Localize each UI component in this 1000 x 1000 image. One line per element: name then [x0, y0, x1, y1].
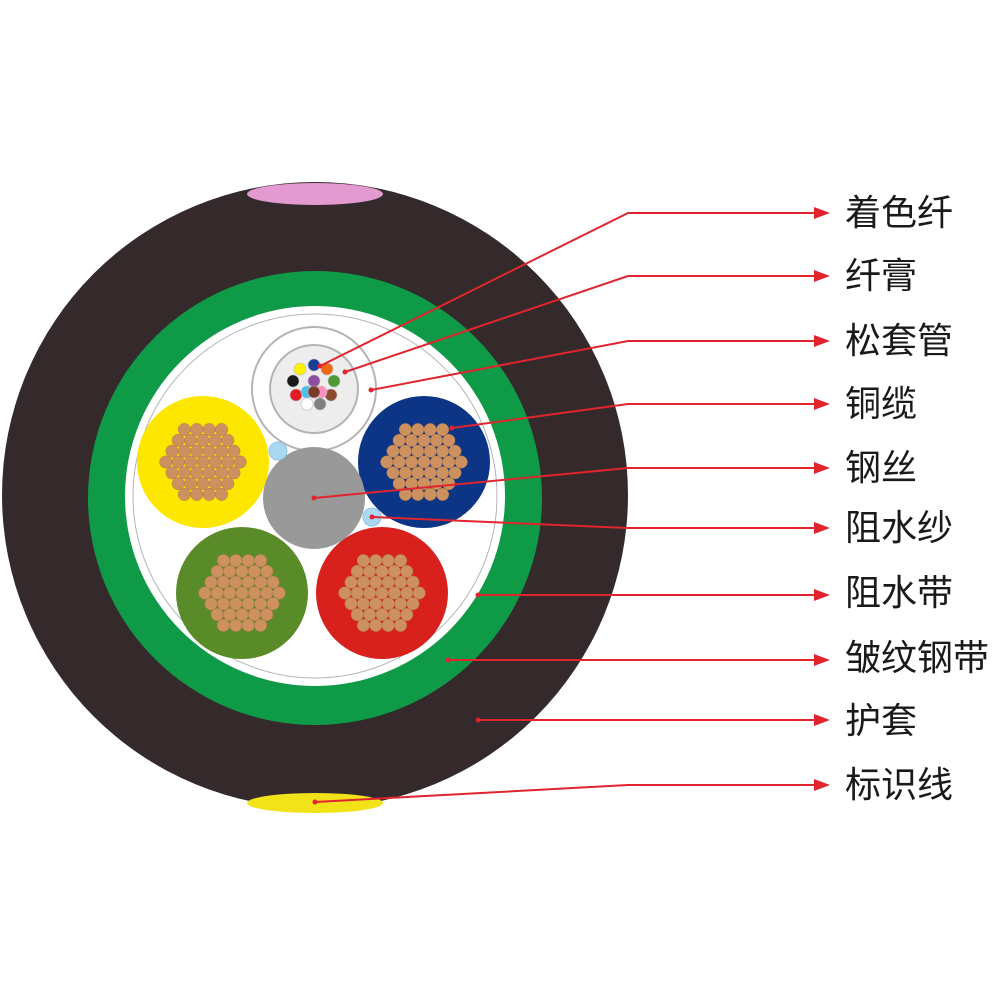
leader-anchor — [475, 717, 481, 723]
leader-anchor — [445, 657, 451, 663]
leader-arrowhead — [814, 654, 830, 666]
copper-strands — [198, 554, 286, 632]
label-steel-wire: 钢丝 — [845, 448, 917, 489]
copper-cable — [358, 396, 490, 528]
leader-line — [319, 212, 816, 367]
fiber — [313, 397, 327, 411]
fiber — [307, 385, 321, 399]
leader-line — [370, 340, 816, 391]
marker-stripe-top — [247, 183, 383, 205]
leader-anchor — [311, 495, 317, 501]
fiber — [293, 362, 307, 376]
leader-arrowhead — [814, 714, 830, 726]
copper-strands — [338, 554, 426, 632]
leader-anchor — [475, 592, 481, 598]
leader-arrowhead — [814, 270, 830, 282]
leader-anchor — [449, 425, 455, 431]
colored-fibers — [286, 358, 341, 411]
label-fiber-gel: 纤膏 — [845, 256, 917, 297]
copper-cables — [137, 396, 490, 659]
leader-arrowhead — [814, 207, 830, 219]
leader-anchor — [317, 363, 323, 369]
leader-line — [344, 275, 816, 373]
leader-anchor — [312, 799, 318, 805]
label-corrugated-steel-tape: 皱纹钢带 — [845, 638, 989, 679]
leader-lines — [311, 207, 830, 805]
water-blocking-yarn — [268, 441, 288, 461]
core-inner-ring — [132, 313, 498, 679]
copper-cable — [316, 527, 448, 659]
fiber — [300, 397, 314, 411]
leader-arrowhead — [814, 522, 830, 534]
leader-anchor — [368, 387, 374, 393]
copper-cable — [176, 527, 308, 659]
leader-line — [451, 403, 816, 429]
fiber — [289, 388, 303, 402]
label-colored-fiber: 着色纤 — [845, 193, 953, 234]
leader-anchor — [342, 369, 348, 375]
label-outer-sheath: 护套 — [845, 701, 917, 742]
fiber — [327, 374, 341, 388]
leader-line — [371, 516, 816, 529]
leader-arrowhead — [814, 589, 830, 601]
copper-strands — [159, 423, 247, 501]
labels: 着色纤 纤膏 松套管 铜缆 钢丝 阻水纱 阻水带 皱纹钢带 护套 标识线 — [845, 193, 989, 806]
leader-arrowhead — [814, 398, 830, 410]
label-water-blocking-tape: 阻水带 — [845, 573, 953, 614]
leader-arrowhead — [814, 335, 830, 347]
fiber — [286, 374, 300, 388]
leader-arrowhead — [814, 462, 830, 474]
copper-strands — [380, 423, 468, 501]
loose-tube-group — [251, 326, 377, 452]
label-marker-stripe: 标识线 — [845, 765, 953, 806]
leader-line — [314, 784, 816, 803]
leader-anchor — [369, 514, 375, 520]
label-loose-tube: 松套管 — [845, 321, 953, 362]
leader-line — [313, 467, 816, 499]
label-copper-cable: 铜缆 — [845, 384, 917, 425]
copper-cable — [137, 396, 269, 528]
leader-arrowhead — [814, 779, 830, 791]
fiber — [307, 374, 321, 388]
label-water-blocking-yarn: 阻水纱 — [845, 508, 953, 549]
